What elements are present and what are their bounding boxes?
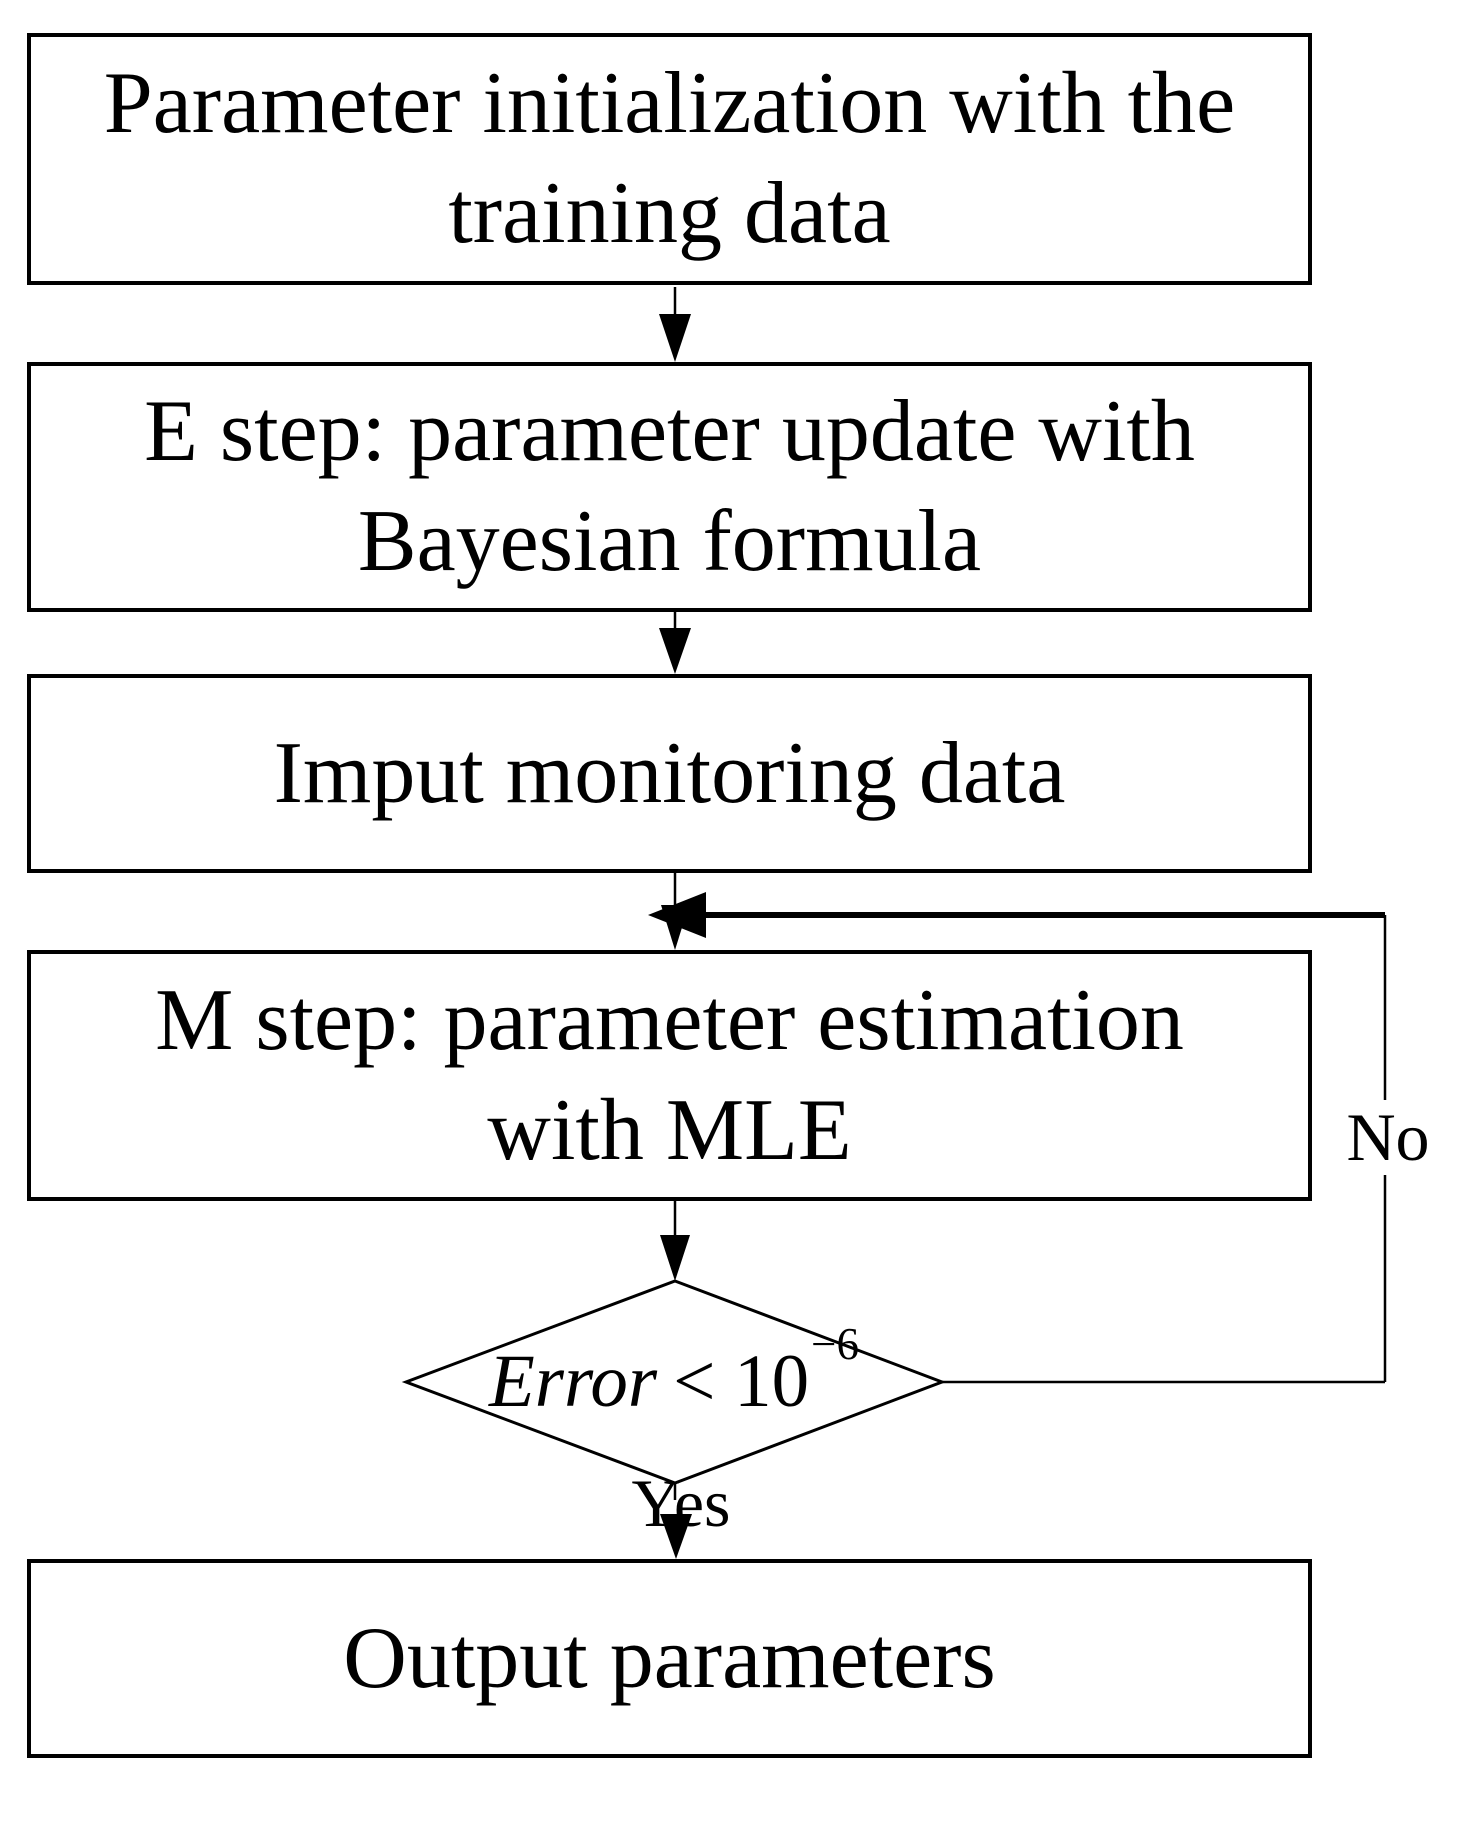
no-branch-label: No (1346, 1099, 1430, 1175)
node-label: Parameter initialization with the traini… (103, 55, 1236, 262)
arrow-decision-yes-to-output (660, 1483, 692, 1559)
arrow-mstep-to-decision (660, 1201, 690, 1281)
yes-branch-label: Yes (631, 1465, 731, 1541)
decision-condition: Error< 10−6 (404, 1312, 944, 1452)
node-label: Output parameters (343, 1609, 996, 1707)
node-input-monitoring-data: Imput monitoring data (27, 674, 1312, 873)
arrow-init-to-estep (659, 287, 691, 362)
no-loop-connector (648, 892, 1387, 1384)
node-label: Imput monitoring data (273, 724, 1066, 822)
decision-variable: Error (488, 1340, 658, 1423)
node-output-parameters: Output parameters (27, 1559, 1312, 1758)
node-label: E step: parameter update with Bayesian f… (144, 383, 1195, 590)
no-loop-arrowhead (648, 892, 706, 938)
node-e-step: E step: parameter update with Bayesian f… (27, 362, 1312, 612)
arrow-estep-to-input (659, 612, 691, 674)
node-m-step: M step: parameter estimation with MLE (27, 950, 1312, 1201)
decision-exponent: −6 (811, 1319, 860, 1369)
node-parameter-initialization: Parameter initialization with the traini… (27, 33, 1312, 285)
node-label: M step: parameter estimation with MLE (155, 971, 1184, 1179)
decision-comparison: < 10 (673, 1340, 810, 1423)
